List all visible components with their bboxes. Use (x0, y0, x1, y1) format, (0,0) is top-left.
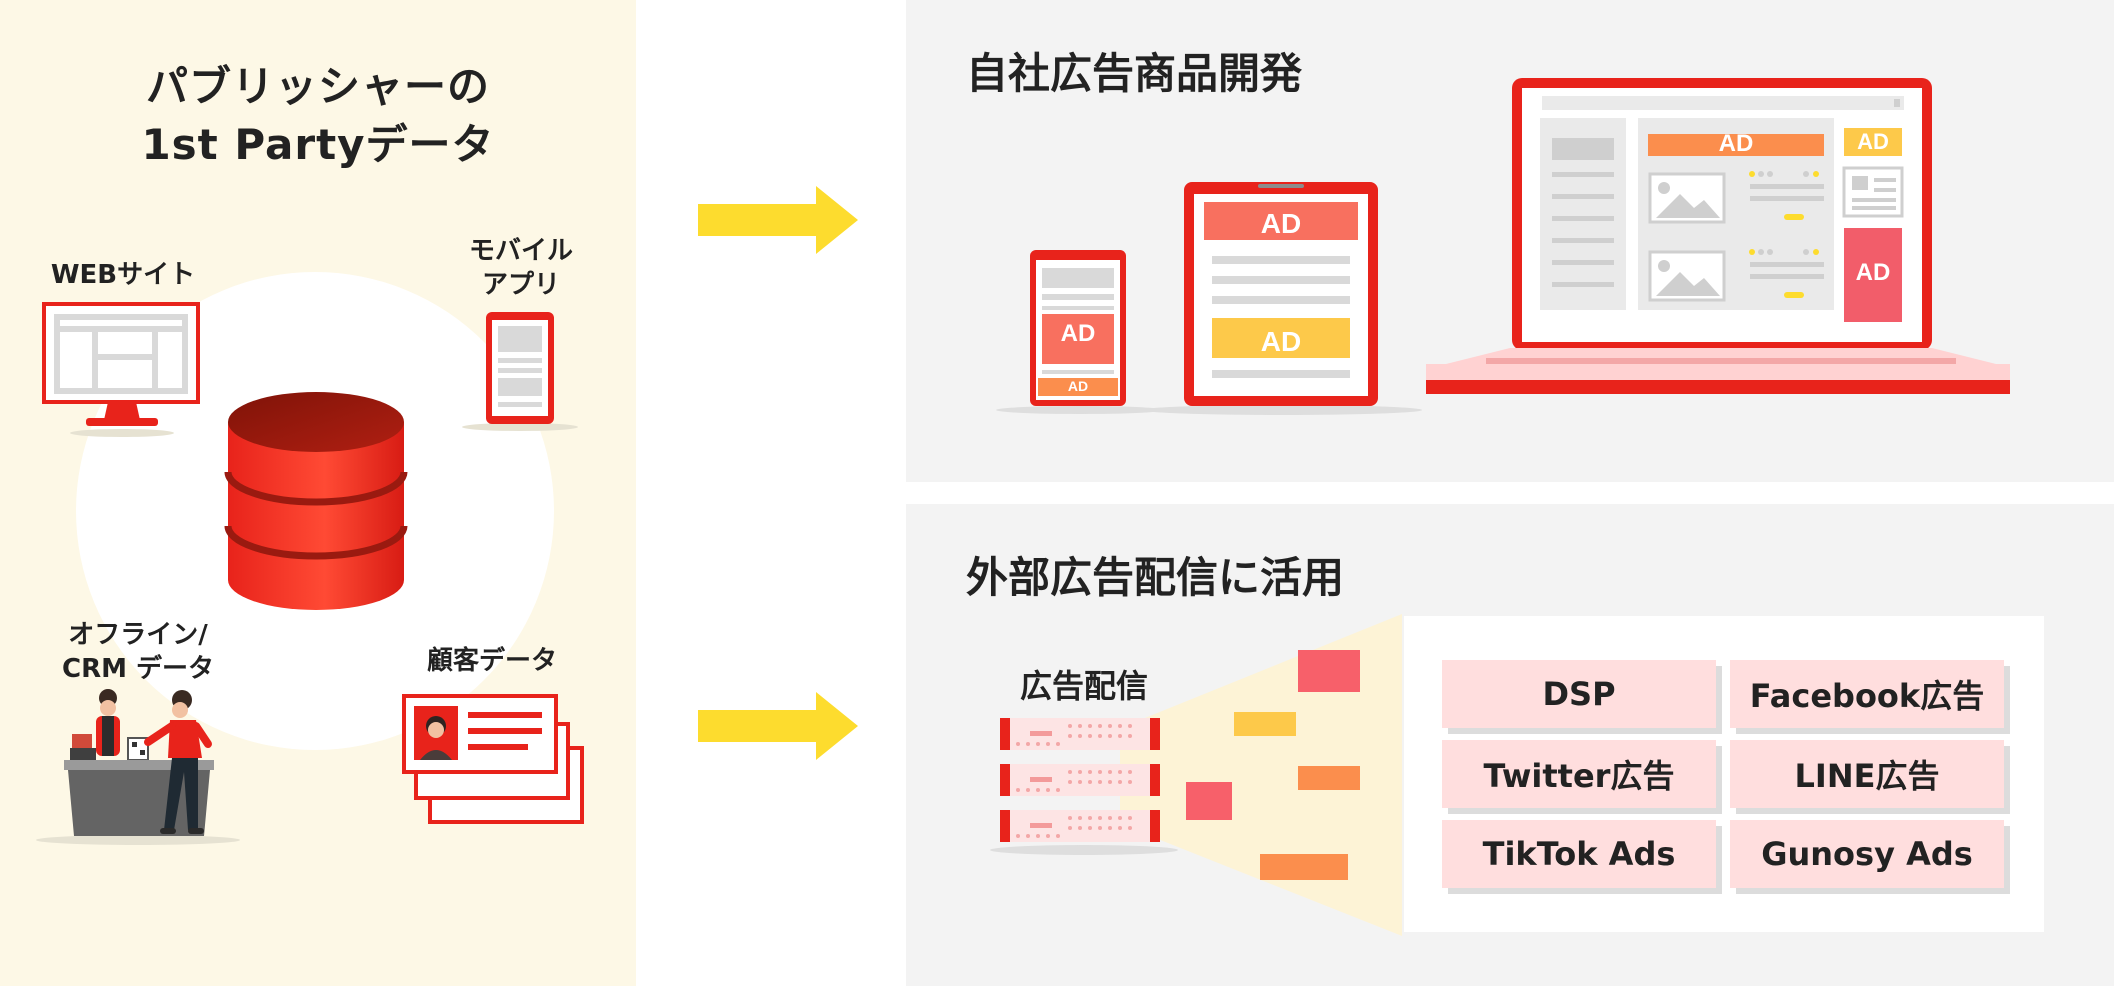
ad-label: AD (1718, 130, 1754, 157)
customer-cards-icon (402, 694, 584, 824)
own-products-title: 自社広告商品開発 (966, 49, 1303, 98)
platform-gunosy-ads: Gunosy Ads (1730, 820, 2004, 888)
ad-label: AD (1260, 208, 1302, 239)
arrow-right-icon (698, 186, 858, 254)
laptop-ads-icon (1426, 78, 2010, 394)
platform-tiktok-ads: TikTok Ads (1442, 820, 1716, 888)
tablet-ads-icon (1142, 182, 1422, 415)
ad-label: AD (1067, 378, 1089, 394)
offline-crm-label-line2: CRM データ (61, 654, 215, 684)
ad-server-icon (990, 718, 1178, 855)
desktop-monitor-icon (42, 302, 200, 437)
store-counter-icon (36, 689, 240, 845)
external-delivery-title: 外部広告配信に活用 (966, 553, 1345, 602)
platform-twitter-ads: Twitter広告 (1442, 740, 1716, 808)
offline-crm-label-line1: オフライン/ (68, 620, 208, 650)
website-label: WEBサイト (50, 260, 196, 290)
mobile-app-label-line1: モバイル (468, 236, 573, 266)
customer-data-label: 顧客データ (426, 646, 557, 676)
publisher-title-line2: 1st Partyデータ (141, 120, 495, 169)
offline-crm-label: オフライン/ CRM データ (40, 618, 236, 686)
arrow-right-icon (698, 692, 858, 760)
smartphone-icon (462, 312, 578, 431)
ad-label: AD (1060, 320, 1096, 347)
ad-label: AD (1857, 129, 1889, 154)
publisher-title: パブリッシャーの 1st Partyデータ (30, 58, 606, 174)
platform-line-ads: LINE広告 (1730, 740, 2004, 808)
ad-label: AD (1260, 326, 1302, 357)
phone-ads-icon (996, 250, 1164, 414)
mobile-app-label-line2: アプリ (481, 270, 560, 300)
platform-facebook-ads: Facebook広告 (1730, 660, 2004, 728)
database-icon (224, 392, 408, 610)
ad-server-label: 広告配信 (1019, 667, 1148, 705)
flying-ads (1186, 650, 1360, 880)
platform-dsp: DSP (1442, 660, 1716, 728)
mobile-app-label: モバイル アプリ (444, 234, 598, 302)
publisher-title-line1: パブリッシャーの (145, 62, 490, 111)
ad-label: AD (1855, 259, 1891, 286)
